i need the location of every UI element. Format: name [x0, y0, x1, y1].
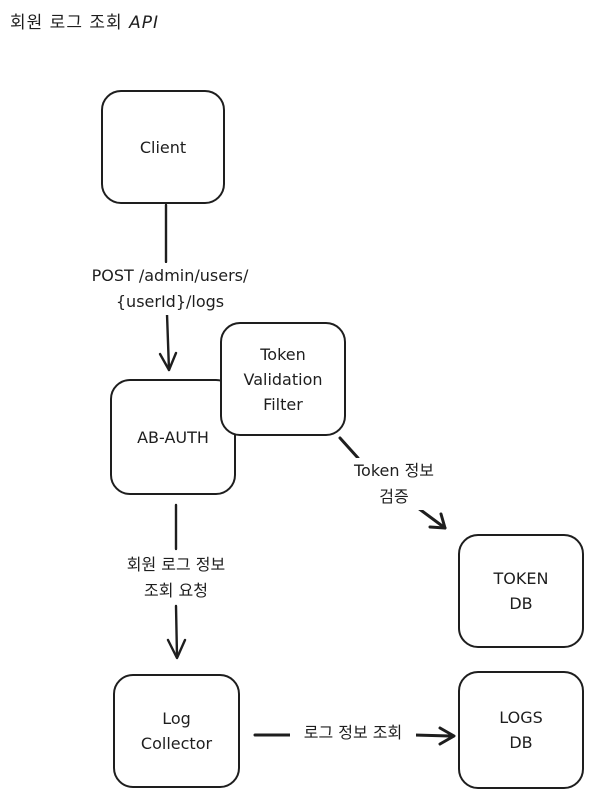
edge-label-collector-to-logs-db: 로그 정보 조회: [290, 720, 416, 746]
edge-collector-to-logs-db: [253, 733, 452, 738]
token-validation-filter-node: Token Validation Filter: [220, 322, 346, 436]
ab-auth-label: AB-AUTH: [137, 427, 209, 447]
edge-auth-to-collector: [174, 503, 179, 658]
edge-client-to-auth: [164, 203, 171, 372]
log-collector-label: Log Collector: [140, 709, 213, 753]
edge-label-client-to-auth: POST /admin/users/ {userId}/logs: [60, 263, 280, 315]
token-validation-filter-label: Token Validation Filter: [243, 344, 323, 414]
arrowhead-collector-to-logs-db: [438, 726, 456, 746]
token-db-node: TOKEN DB: [458, 534, 584, 648]
page-title: 회원 로그 조회 API: [10, 8, 159, 33]
token-db-label: TOKEN DB: [493, 569, 549, 613]
logs-db-node: LOGS DB: [458, 671, 584, 789]
title-api: API: [129, 13, 159, 33]
logs-db-label: LOGS DB: [499, 708, 543, 752]
ab-auth-node: AB-AUTH: [110, 379, 236, 495]
edge-filter-to-token-db: [338, 436, 447, 530]
client-node: Client: [101, 90, 225, 204]
arrowhead-client-to-auth: [158, 351, 178, 372]
title-text: 회원 로그 조회: [10, 13, 123, 33]
arrowhead-auth-to-collector: [166, 638, 187, 660]
client-label: Client: [139, 137, 187, 157]
log-collector-node: Log Collector: [113, 674, 240, 788]
arrowhead-filter-to-token-db: [428, 512, 447, 530]
edge-label-filter-to-token-db: Token 정보 검증: [334, 458, 454, 510]
edge-label-auth-to-collector: 회원 로그 정보 조회 요청: [104, 552, 248, 604]
